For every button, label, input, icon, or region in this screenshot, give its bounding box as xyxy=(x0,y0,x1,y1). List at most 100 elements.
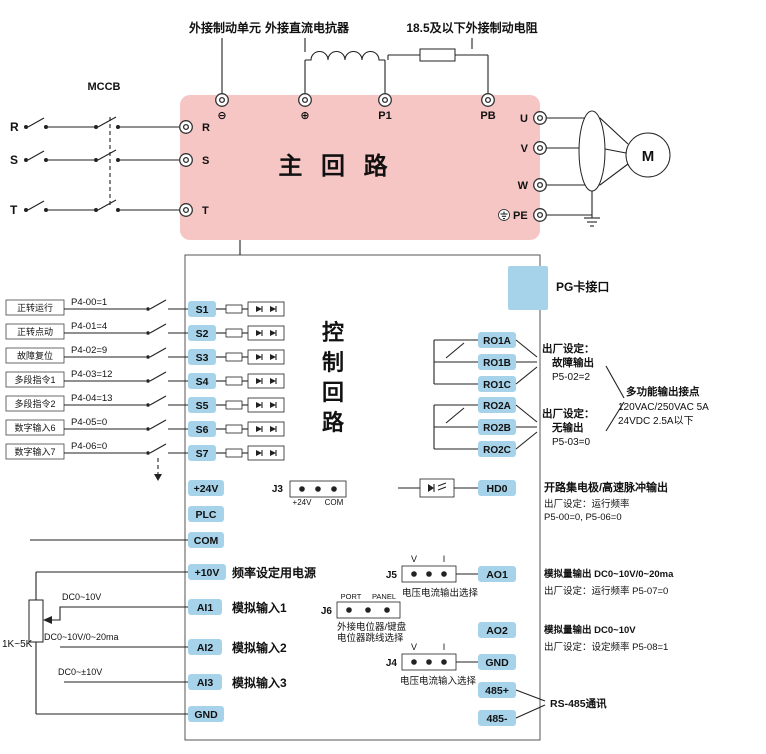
terminal-24v: +24V xyxy=(194,483,219,495)
digital-input-param: P4-04=13 xyxy=(71,393,112,404)
hd0-note-1: 出厂设定：运行频率 xyxy=(544,498,630,510)
terminal-10v: +10V xyxy=(195,567,220,579)
terminal-ai2: AI2 xyxy=(197,642,214,654)
terminal-label-plus: ⊕ xyxy=(300,110,309,122)
digital-input-name: 数字输入6 xyxy=(14,422,55,433)
terminal-s3: S3 xyxy=(196,352,209,364)
j5-note: 电压电流输出选择 xyxy=(402,587,479,599)
ai1-range: DC0~10V xyxy=(62,592,101,602)
terminal-ai1: AI1 xyxy=(197,602,214,614)
potentiometer-symbol xyxy=(28,599,44,643)
phase-t-label: T xyxy=(10,203,18,217)
terminal-label-w: W xyxy=(518,180,529,192)
terminal-ring-p1 xyxy=(378,93,392,107)
pg-card-box xyxy=(508,266,548,310)
j6-note-1: 外接电位器/键盘 xyxy=(337,621,407,633)
terminal-ro1b: RO1B xyxy=(483,358,511,369)
hd0-note-2: P5-00=0, P5-06=0 xyxy=(544,512,622,523)
terminal-hd0: HD0 xyxy=(486,483,507,495)
terminal-s7: S7 xyxy=(196,448,209,460)
terminal-s4: S4 xyxy=(196,376,209,388)
digital-input-rows xyxy=(5,299,285,481)
jumper-j5 xyxy=(401,565,478,583)
digital-input-name: 故障复位 xyxy=(17,350,53,361)
control-title-char-3: 回 xyxy=(322,380,344,405)
j4-pin-v: V xyxy=(411,642,417,652)
relay-rating-1: 多功能输出接点 xyxy=(626,385,700,398)
label-brake-resistor: 18.5及以下外接制动电阻 xyxy=(406,20,537,35)
digital-input-param: P4-00=1 xyxy=(71,297,107,308)
ao2-desc: 模拟量输出 DC0~10V xyxy=(544,624,636,636)
terminal-s2: S2 xyxy=(196,328,209,340)
main-circuit-box xyxy=(180,95,540,240)
jumper-j4-label: J4 xyxy=(386,658,398,669)
j5-pin-v: V xyxy=(411,554,417,564)
terminal-label-s: S xyxy=(202,155,209,167)
motor-output-wiring xyxy=(546,110,671,227)
terminal-com: COM xyxy=(194,535,219,547)
relay2-note-2: 无输出 xyxy=(551,421,584,434)
jumper-j3 xyxy=(289,480,347,498)
terminal-ring-t xyxy=(179,203,193,217)
terminal-ring-plus xyxy=(298,93,312,107)
digital-input-name: 正转点动 xyxy=(17,326,53,337)
terminal-label-v: V xyxy=(521,143,529,155)
terminal-ring-u xyxy=(533,111,547,125)
brake-resistor-symbol xyxy=(419,48,456,62)
motor-label: M xyxy=(642,148,655,165)
rs485-label: RS-485通讯 xyxy=(550,697,607,710)
top-external-wiring xyxy=(221,38,489,93)
supply-input-wiring xyxy=(24,116,179,212)
digital-input-param: P4-05=0 xyxy=(71,417,107,428)
digital-input-param: P4-02=9 xyxy=(71,345,107,356)
common-arrow xyxy=(154,474,162,481)
terminal-s6: S6 xyxy=(196,424,209,436)
terminal-485-minus: 485- xyxy=(486,713,508,725)
terminal-plc: PLC xyxy=(196,509,217,521)
relay1-note-2: 故障输出 xyxy=(552,356,594,369)
terminal-label-minus: ⊖ xyxy=(217,110,226,122)
terminal-ring-pb xyxy=(481,93,495,107)
relay1-note-3: P5-02=2 xyxy=(552,372,591,383)
digital-input-param: P4-01=4 xyxy=(71,321,107,332)
relay-rating-3: 24VDC 2.5A以下 xyxy=(618,416,694,427)
jumper-j3-label: J3 xyxy=(272,484,284,495)
jumper-j6 xyxy=(336,601,401,619)
terminal-ro2b: RO2B xyxy=(483,423,511,434)
dc-reactor-coil xyxy=(305,51,385,61)
ai1-label: 模拟输入1 xyxy=(232,600,287,615)
relay2-note-3: P5-03=0 xyxy=(552,437,591,448)
control-title-char-2: 制 xyxy=(322,350,344,375)
relay2-note-1: 出厂设定： xyxy=(542,407,595,420)
j4-note: 电压电流输入选择 xyxy=(400,675,477,687)
terminal-ring-v xyxy=(533,141,547,155)
analog-input-wiring xyxy=(28,564,226,722)
digital-input-name: 正转运行 xyxy=(17,302,53,313)
hd0-title: 开路集电极/高速脉冲输出 xyxy=(544,480,668,494)
jumper-j4 xyxy=(401,653,478,671)
pe-earth-icon xyxy=(498,209,510,221)
terminal-s5: S5 xyxy=(196,400,209,412)
label-brake-unit: 外接制动单元 xyxy=(189,20,261,35)
terminal-label-pb: PB xyxy=(480,110,495,122)
terminal-ro2c: RO2C xyxy=(483,445,511,456)
optocoupler-symbol xyxy=(419,478,455,498)
pg-card-label: PG卡接口 xyxy=(556,279,609,294)
phase-s-label: S xyxy=(10,153,18,167)
terminal-label-pe: PE xyxy=(513,210,528,222)
jumper-j6-label: J6 xyxy=(321,606,333,617)
control-title-char-1: 控 xyxy=(322,320,344,345)
control-title-char-4: 路 xyxy=(322,410,345,435)
j3-pin-com: COM xyxy=(325,498,344,507)
relay1-note-1: 出厂设定： xyxy=(542,342,595,355)
control-circuit-box xyxy=(184,254,541,741)
digital-input-param: P4-03=12 xyxy=(71,369,112,380)
terminal-ai3: AI3 xyxy=(197,677,214,689)
terminal-ring-r xyxy=(179,120,193,134)
terminal-ring-minus xyxy=(215,93,229,107)
digital-input-param: P4-06=0 xyxy=(71,441,107,452)
ai3-range: DC0~±10V xyxy=(58,667,102,677)
motor-cable-symbol xyxy=(578,110,606,192)
label-dc-reactor: 外接直流电抗器 xyxy=(265,20,350,35)
